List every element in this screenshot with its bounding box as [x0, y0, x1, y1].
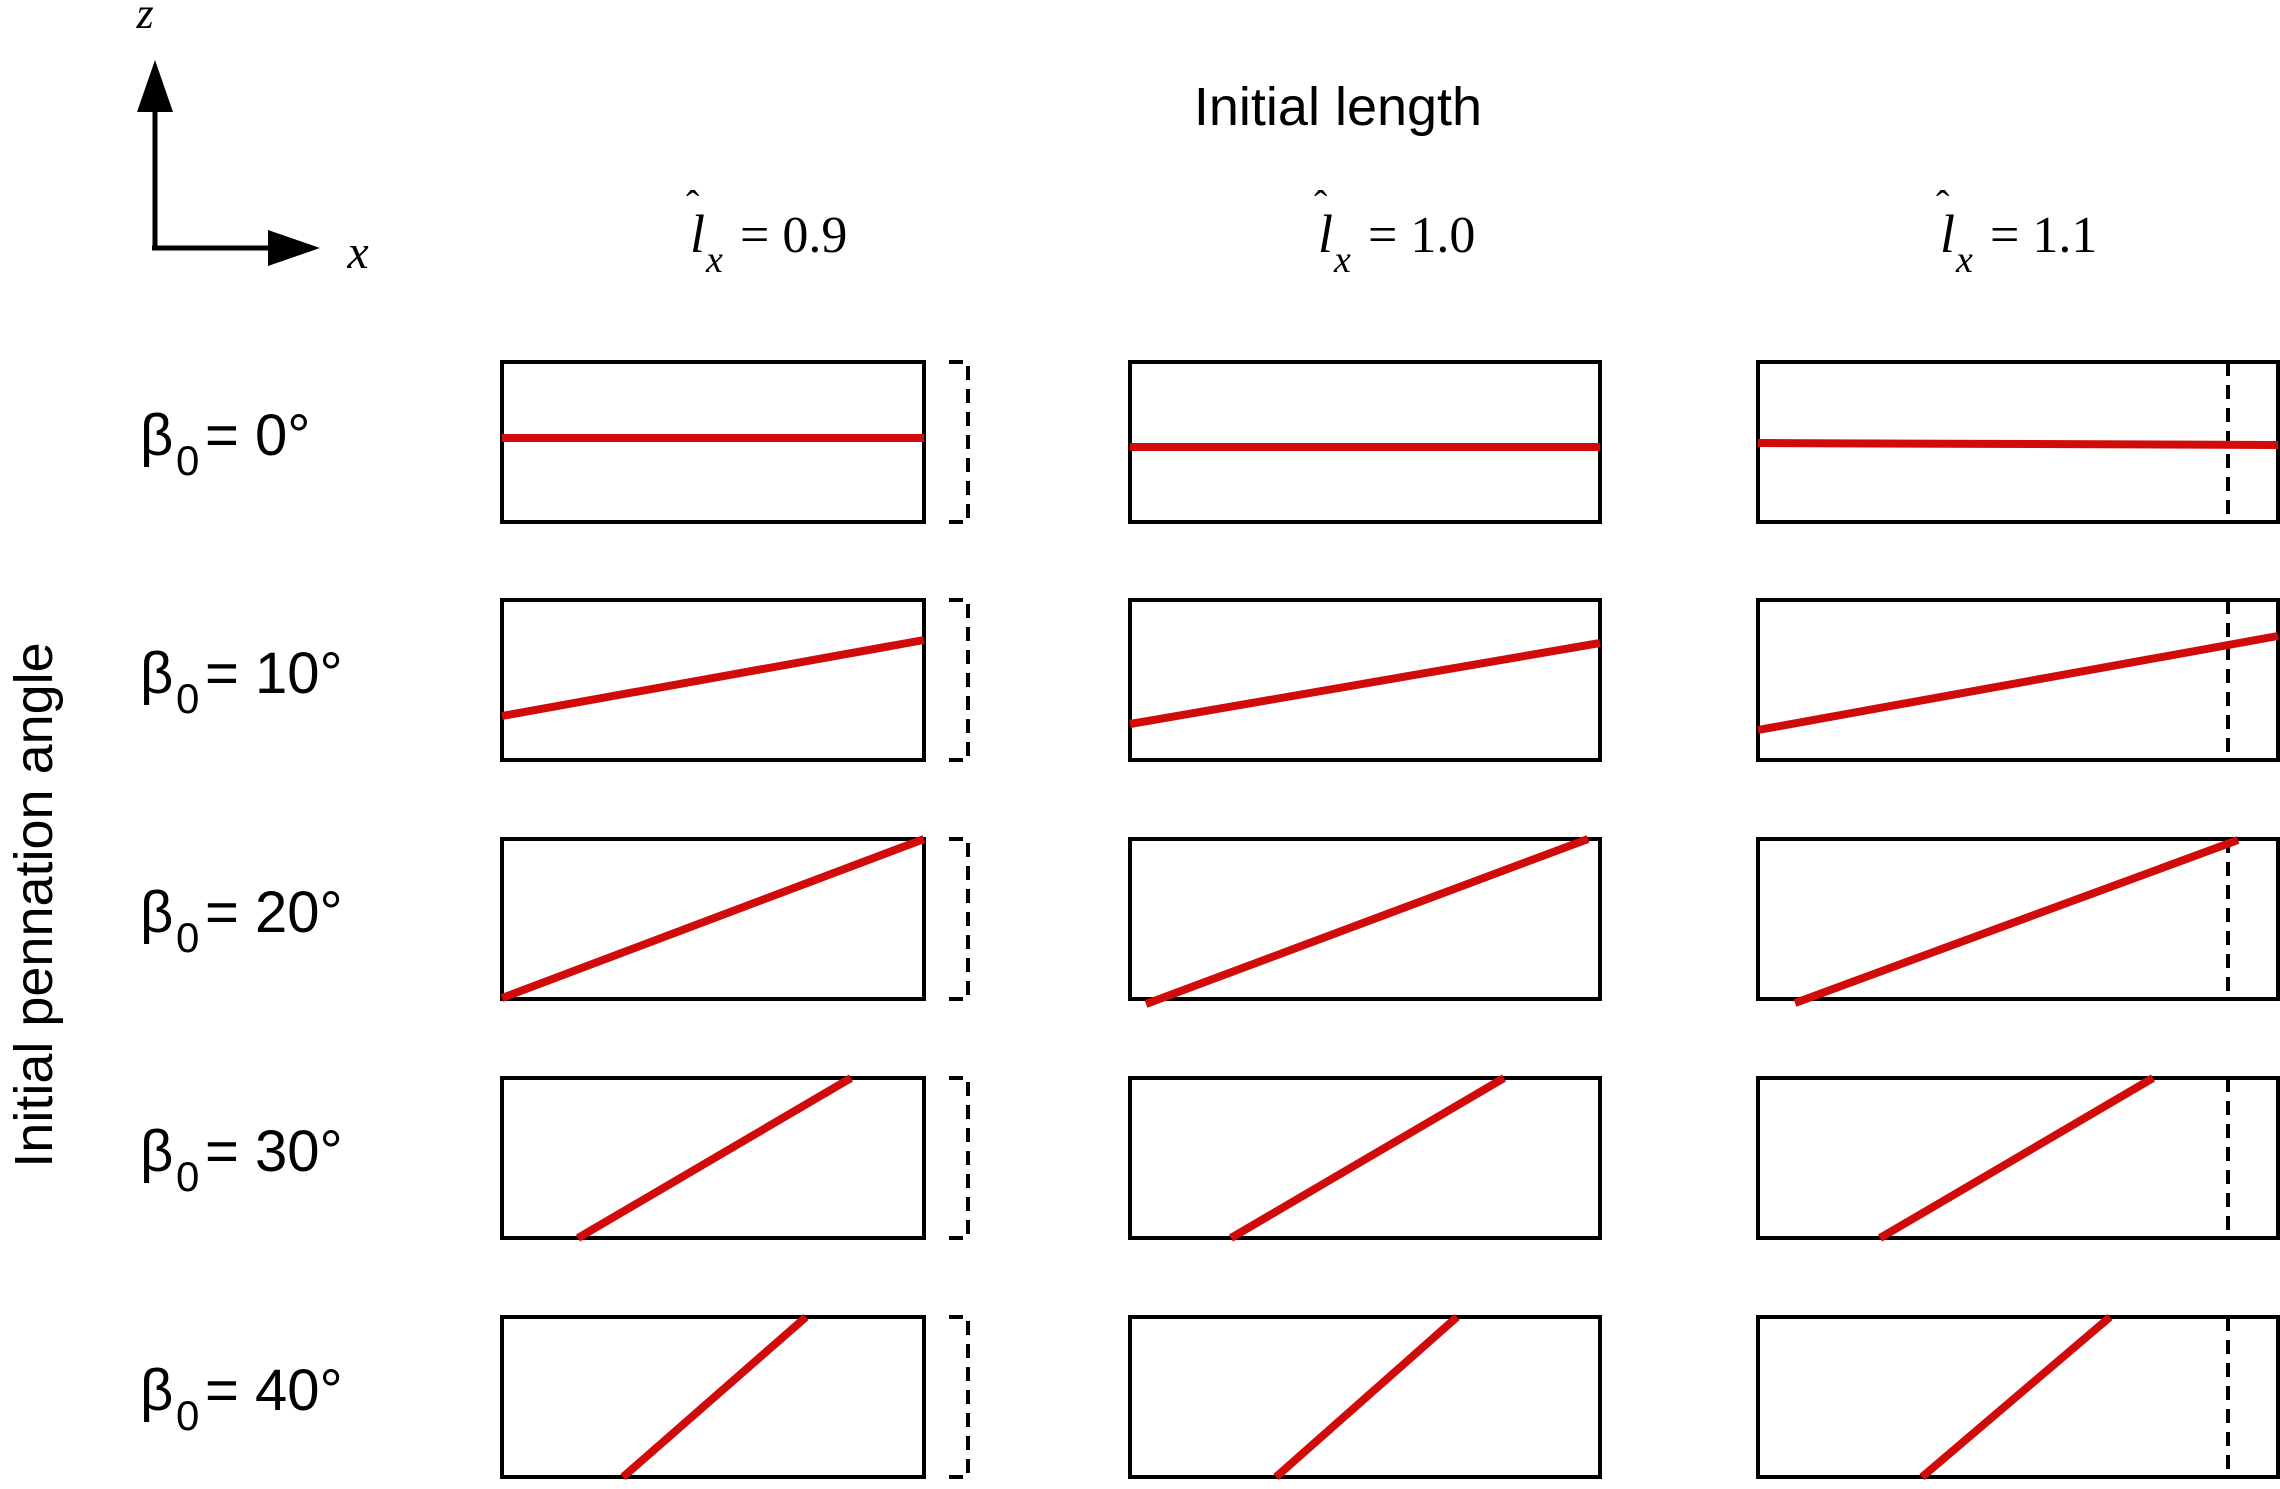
muscle-fiber [1919, 1313, 2113, 1481]
row-header: Initial pennation angle [4, 642, 64, 1167]
muscle-outline [500, 1076, 926, 1240]
angle-symbol: β [140, 1358, 173, 1423]
muscle-fiber [1757, 439, 2279, 449]
panel [1128, 1314, 1602, 1480]
reference-length-outline [949, 598, 970, 762]
reference-length-outline [949, 360, 970, 524]
angle-symbol: β [140, 403, 173, 468]
panel [1756, 1313, 2280, 1481]
z-arrowhead [137, 60, 173, 112]
muscle-outline [1756, 837, 2280, 1001]
panel [500, 360, 970, 524]
column-label: lˆx = 1.1 [1936, 182, 2097, 281]
panel [1756, 836, 2280, 1007]
reference-length-outline [949, 837, 970, 1001]
angle-symbol: β [140, 1119, 173, 1184]
muscle-fiber [1228, 1074, 1507, 1242]
column-label: lˆx = 1.0 [1314, 182, 1475, 281]
panel [1128, 835, 1602, 1008]
z-axis-label: z [135, 0, 153, 38]
muscle-fiber [501, 636, 925, 720]
column-header: Initial length [1194, 77, 1482, 137]
muscle-outline [1756, 598, 2280, 762]
muscle-outline [500, 837, 926, 1001]
angle-value: = 20° [205, 880, 343, 945]
length-symbol: l [1318, 204, 1333, 264]
muscle-outline [1756, 1315, 2280, 1479]
axes-indicator: z x [135, 0, 368, 279]
length-subscript: x [1333, 239, 1351, 281]
x-arrowhead [268, 230, 320, 266]
hat-accent-icon: ˆ [1936, 182, 1950, 227]
panel [500, 598, 970, 762]
panel [500, 835, 970, 1002]
muscle-fiber [620, 1313, 809, 1481]
panel [500, 1313, 970, 1481]
panel-grid [500, 360, 2280, 1481]
muscle-fiber [1877, 1074, 2156, 1242]
hat-accent-icon: ˆ [686, 182, 700, 227]
panel [1128, 1074, 1602, 1242]
length-subscript: x [1955, 239, 1973, 281]
panel [1128, 360, 1602, 524]
angle-symbol: β [140, 641, 173, 706]
muscle-fiber [1273, 1314, 1460, 1480]
muscle-outline [1128, 360, 1602, 524]
angle-value: = 40° [205, 1358, 343, 1423]
muscle-fiber [1793, 836, 2240, 1007]
panel [1756, 360, 2280, 524]
panel [1128, 598, 1602, 762]
panel [1756, 1074, 2280, 1242]
angle-subscript: 0 [176, 1153, 199, 1200]
muscle-outline [1128, 598, 1602, 762]
muscle-fiber [575, 1074, 854, 1242]
length-subscript: x [705, 239, 723, 281]
length-symbol: l [1940, 204, 1955, 264]
muscle-outline [500, 598, 926, 762]
angle-value: = 0° [205, 403, 310, 468]
length-value: = 0.9 [740, 207, 847, 264]
panel [1756, 598, 2280, 762]
reference-length-outline [949, 1315, 970, 1479]
reference-length-outline [949, 1076, 970, 1240]
muscle-fiber [1129, 639, 1601, 728]
muscle-outline [1756, 1076, 2280, 1240]
muscle-outline [1128, 1076, 1602, 1240]
angle-value: = 10° [205, 641, 343, 706]
muscle-fiber [1144, 835, 1590, 1008]
muscle-outline [500, 1315, 926, 1479]
muscle-fiber [1757, 632, 2279, 734]
angle-subscript: 0 [176, 914, 199, 961]
panel [500, 1074, 970, 1242]
x-axis-label: x [346, 226, 368, 279]
hat-accent-icon: ˆ [1314, 182, 1328, 227]
muscle-fiber [500, 835, 926, 1002]
length-symbol: l [690, 204, 705, 264]
column-label: lˆx = 0.9 [686, 182, 847, 281]
length-value: = 1.1 [1990, 207, 2097, 264]
muscle-outline [1128, 837, 1602, 1001]
angle-symbol: β [140, 880, 173, 945]
angle-subscript: 0 [176, 675, 199, 722]
length-value: = 1.0 [1368, 207, 1475, 264]
angle-subscript: 0 [176, 1392, 199, 1439]
muscle-outline [1128, 1315, 1602, 1479]
angle-value: = 30° [205, 1119, 343, 1184]
angle-subscript: 0 [176, 437, 199, 484]
